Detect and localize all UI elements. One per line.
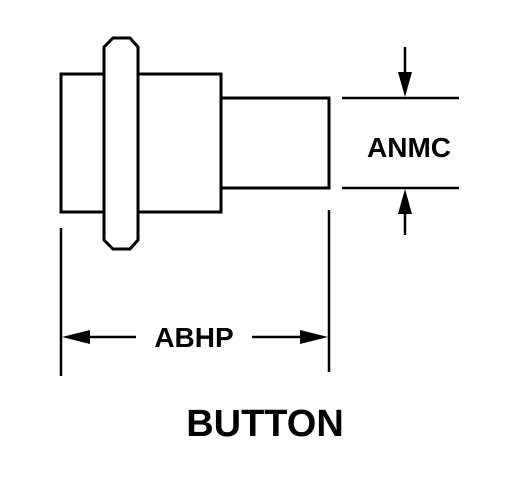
diagram-title: BUTTON bbox=[186, 403, 344, 445]
diameter-label: ANMC bbox=[367, 132, 451, 163]
diameter-arrow-top-head bbox=[398, 72, 412, 97]
button-shank bbox=[221, 96, 331, 190]
length-label: ABHP bbox=[154, 322, 233, 353]
length-arrow-left-head bbox=[62, 330, 90, 344]
button-flange bbox=[102, 36, 140, 251]
diameter-arrow-bottom-head bbox=[398, 189, 412, 214]
length-arrow-right-head bbox=[300, 330, 328, 344]
button-body bbox=[59, 72, 223, 214]
